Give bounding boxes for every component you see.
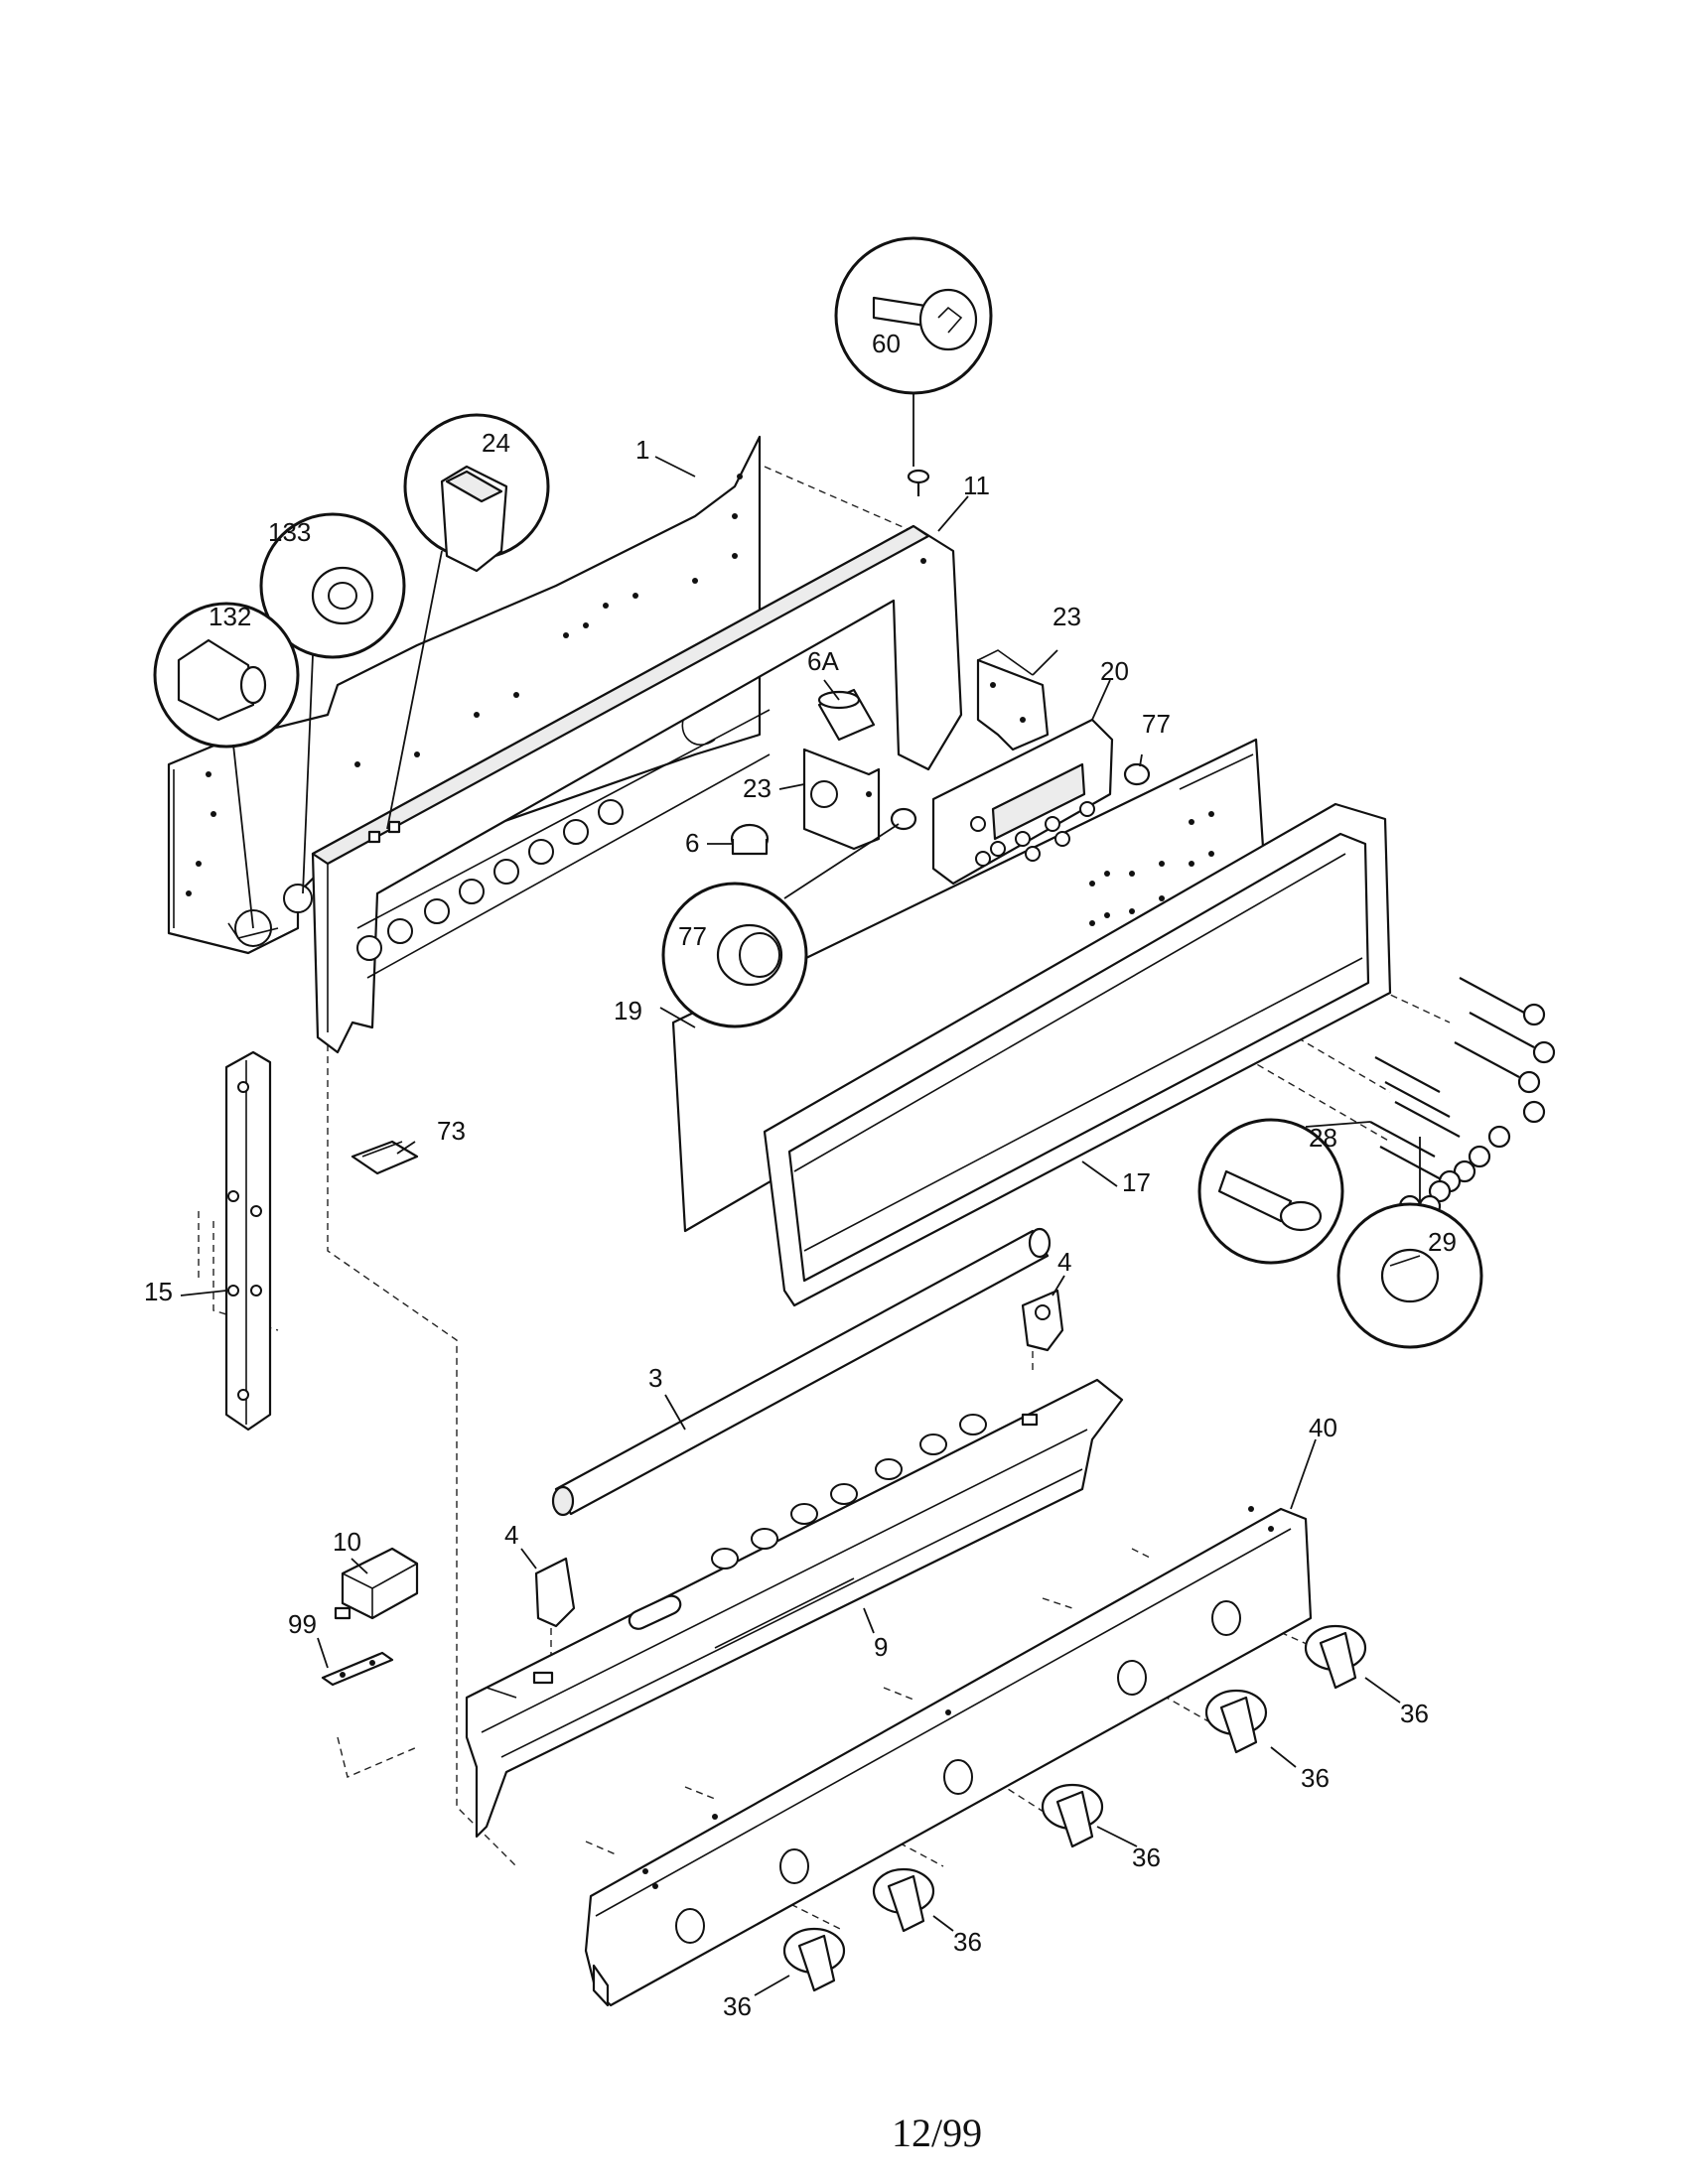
callout-60 [834,236,993,467]
label-23-mid: 23 [743,773,772,803]
bracket-99 [321,1651,394,1687]
label-29: 29 [1428,1227,1457,1257]
label-23-top: 23 [1052,602,1081,631]
side-bracket-15 [224,1050,272,1432]
label-10: 10 [333,1527,361,1557]
clock-control-20 [931,718,1114,886]
label-99: 99 [288,1609,317,1639]
label-60: 60 [872,329,901,358]
knob-panel-40 [584,1506,1313,2007]
knob-36-2 [872,1867,935,1933]
back-wall-panel [167,435,762,955]
label-40: 40 [1309,1413,1337,1442]
callout-132 [153,602,300,929]
fluorescent-tube-3 [551,1227,1052,1517]
label-73: 73 [437,1116,466,1146]
label-9: 9 [874,1632,888,1662]
knob-36-3 [1041,1783,1104,1848]
socket-6a [817,688,876,742]
knob-6 [730,823,770,856]
screw-set-28-29 [1369,977,1556,1243]
clip-73 [351,1140,419,1175]
bushing-77-small-b [1123,762,1151,786]
callout-133 [259,512,406,894]
label-133: 133 [268,517,311,547]
label-6: 6 [685,828,699,858]
knob-36-4 [1204,1689,1268,1754]
lamp-channel-9 [465,1378,1124,1839]
knob-36-5 [1304,1624,1367,1690]
control-panel-frame [311,524,963,1054]
label-36-c: 36 [1132,1843,1161,1872]
screw-60-small [907,469,930,496]
lamp-holder-4-left [534,1557,576,1628]
callout-77 [661,823,900,1028]
label-3: 3 [648,1363,662,1393]
label-77-callout: 77 [678,921,707,951]
lamp-holder-4-right [1021,1289,1064,1352]
label-4-left: 4 [504,1520,518,1550]
label-36-e: 36 [723,1991,752,2021]
trim-frame-17 [763,802,1392,1307]
footer-date: 12/99 [892,2111,982,2155]
label-77-top: 77 [1142,709,1171,739]
label-4-right: 4 [1057,1247,1071,1277]
part-labels: 1 11 24 133 132 60 6A 23 20 77 23 6 77 1… [144,329,1457,2021]
label-132: 132 [209,602,251,631]
label-24: 24 [482,428,510,458]
label-leaders [180,456,1401,1996]
label-17: 17 [1122,1167,1151,1197]
label-6a: 6A [807,646,839,676]
label-36-a: 36 [1400,1699,1429,1728]
knob-36-1 [782,1927,846,1992]
label-28: 28 [1309,1123,1337,1153]
callout-29 [1336,1137,1483,1349]
bracket-23-left [802,748,881,851]
label-19: 19 [614,996,642,1025]
callout-28 [1197,1118,1371,1265]
bracket-23-right [976,649,1050,751]
label-20: 20 [1100,656,1129,686]
callout-24 [386,413,550,830]
ballast-10 [334,1547,419,1620]
label-1: 1 [635,435,649,465]
label-11: 11 [963,471,990,500]
label-15: 15 [144,1277,173,1306]
label-36-d: 36 [953,1927,982,1957]
label-36-b: 36 [1301,1763,1330,1793]
